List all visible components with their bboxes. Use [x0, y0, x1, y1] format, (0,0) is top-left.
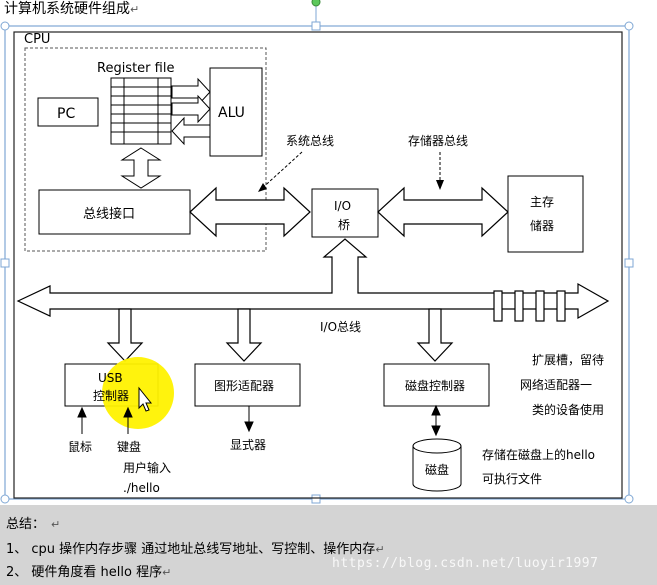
graphics-adapter-label: 图形适配器 [214, 379, 274, 393]
cursor-highlight [102, 357, 174, 429]
disk-label: 磁盘 [425, 462, 449, 477]
resize-handle[interactable] [311, 21, 321, 31]
register-alu-arrows [171, 77, 211, 146]
display-label: 显式器 [230, 438, 266, 452]
io-bridge-box [311, 188, 379, 238]
device-drop-arrows [106, 308, 454, 362]
usb-label-1: USB [98, 371, 123, 385]
main-memory-label-1: 主存 [530, 195, 554, 209]
io-bridge-label-1: I/O [334, 199, 351, 213]
resize-handle[interactable] [624, 21, 634, 31]
resize-handle[interactable] [0, 258, 10, 268]
disk-controller-label: 磁盘控制器 [405, 378, 465, 393]
pc-box [37, 97, 99, 127]
cpu-boundary [24, 47, 267, 252]
diagram-border [13, 31, 623, 499]
hello-file-note-2: 可执行文件 [482, 471, 542, 486]
memory-bus-label: 存储器总线 [408, 133, 468, 148]
summary-item-1: 1、 cpu 操作内存步骤 通过地址总线写地址、写控制、操作内存↵ [6, 542, 385, 557]
bus-interface-label: 总线接口 [83, 206, 135, 222]
hardware-diagram: CPU Register file PC ALU 总线接口 系统总线 I/O 桥… [0, 0, 634, 504]
io-bus-label: I/O总线 [320, 320, 361, 334]
disk-cylinder [412, 438, 462, 492]
expansion-slots [493, 290, 566, 322]
summary-item-2: 2、 硬件角度看 hello 程序↵ [6, 565, 172, 580]
summary-heading: 总结：↵ [6, 517, 61, 532]
pc-label: PC [57, 106, 75, 122]
mouse-cursor-icon [138, 386, 153, 412]
system-bus-pointer-head [258, 183, 267, 192]
graphics-adapter-box [194, 363, 301, 407]
rotate-handle[interactable] [311, 0, 321, 7]
register-bus-arrow [120, 147, 162, 189]
cpu-label: CPU [24, 32, 50, 47]
watermark: https://blog.csdn.net/luoyir1997 [332, 556, 599, 571]
keyboard-label: 键盘 [117, 439, 141, 454]
resize-handle[interactable] [624, 494, 634, 504]
system-bus-arrow [189, 186, 311, 238]
main-memory-box [507, 175, 584, 253]
hello-command-label: ./hello [123, 481, 160, 495]
resize-handle[interactable] [0, 494, 10, 504]
hello-file-note-1: 存储在磁盘上的hello [482, 447, 595, 462]
document-title: 计算机系统硬件组成↵ [4, 1, 140, 17]
disk-controller-box [383, 363, 490, 407]
register-file [110, 77, 172, 145]
resize-handle[interactable] [624, 258, 634, 268]
memory-bus-pointer-head [436, 180, 444, 190]
resize-handle[interactable] [311, 494, 321, 504]
summary-section: 总结：↵ 1、 cpu 操作内存步骤 通过地址总线写地址、写控制、操作内存↵ 2… [0, 505, 657, 585]
usb-label-2: 控制器 [93, 389, 129, 403]
mouse-label: 鼠标 [68, 440, 92, 454]
user-input-label: 用户输入 [123, 460, 171, 475]
expansion-note-2: 网络适配器一 [520, 377, 592, 392]
selection-frame[interactable] [0, 0, 634, 504]
expansion-note-3: 类的设备使用 [532, 402, 604, 417]
system-bus-label: 系统总线 [286, 134, 334, 148]
peripheral-arrows [77, 404, 441, 437]
io-bridge-label-2: 桥 [338, 218, 350, 232]
register-file-label: Register file [97, 61, 174, 76]
io-bus-arrow [16, 238, 610, 320]
resize-handle[interactable] [0, 21, 10, 31]
expansion-note-1: 扩展槽，留待 [532, 353, 604, 367]
alu-label: ALU [218, 105, 245, 121]
main-memory-label-2: 储器 [530, 218, 554, 233]
alu-box [209, 67, 263, 157]
memory-bus-arrow [377, 186, 509, 238]
